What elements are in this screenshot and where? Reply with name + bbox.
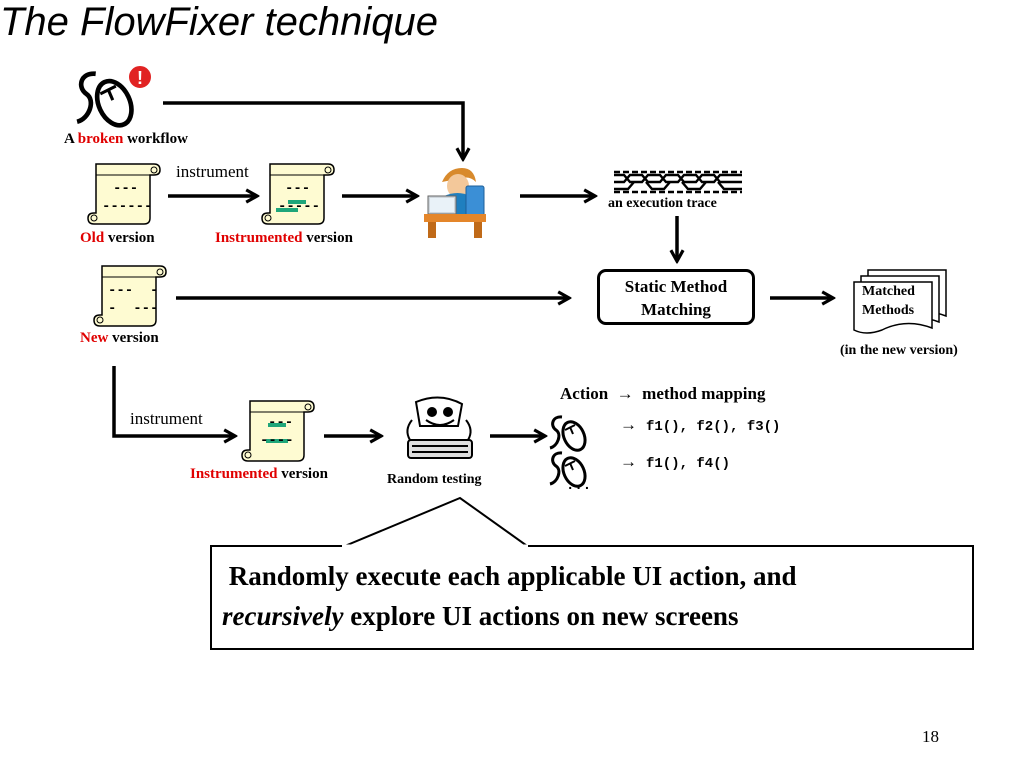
callout-text: Randomly execute each applicable UI acti… bbox=[222, 556, 962, 636]
instrumented-bottom-label: Instrumented version bbox=[190, 466, 328, 482]
static-matching-line-1: Static Method bbox=[624, 277, 728, 296]
new-doc-line-2: - --- bbox=[108, 301, 159, 317]
instrument-bottom-label: instrument bbox=[130, 409, 203, 428]
instrument-top-label: instrument bbox=[176, 162, 249, 181]
matched-methods-caption: (in the new version) bbox=[840, 343, 958, 358]
broken-workflow-label: A broken workflow bbox=[64, 131, 188, 147]
mapping-ellipsis: ... bbox=[566, 478, 592, 494]
right-arrow-glyph: → bbox=[612, 384, 638, 403]
instrumented-top-label: Instrumented version bbox=[215, 230, 353, 246]
new-version-label: New version bbox=[80, 330, 159, 346]
instrumentation-mark bbox=[268, 423, 286, 427]
new-to-instrument-bottom-arrow bbox=[112, 366, 234, 436]
matched-methods-line-2: Methods bbox=[862, 303, 915, 318]
execution-trace-icon bbox=[614, 170, 742, 194]
mapping-header: Action → method mapping bbox=[560, 384, 766, 403]
exclamation-badge-icon: ! bbox=[127, 64, 153, 90]
random-testing-label: Random testing bbox=[387, 472, 482, 487]
static-method-matching-box: Static Method Matching bbox=[597, 269, 755, 325]
svg-text:!: ! bbox=[137, 68, 143, 88]
callout-line-2: recursively explore UI actions on new sc… bbox=[222, 601, 739, 631]
mapping-row-arrow: → bbox=[620, 452, 637, 471]
workflow-to-developer-arrow bbox=[163, 101, 463, 158]
slide-title: The FlowFixer technique bbox=[0, 0, 438, 44]
matched-methods-documents-icon bbox=[853, 269, 947, 334]
instrumentation-mark bbox=[276, 208, 298, 212]
action-mouse-icon bbox=[548, 415, 591, 456]
execution-trace-label: an execution trace bbox=[608, 196, 717, 211]
page-number: 18 bbox=[922, 727, 939, 746]
instr-bottom-line-2: ---- bbox=[260, 433, 294, 449]
static-matching-line-2: Matching bbox=[641, 300, 711, 319]
mapping-row-methods: f1(), f4() bbox=[646, 456, 731, 472]
callout-box bbox=[210, 545, 974, 650]
instrumentation-mark bbox=[288, 200, 306, 204]
callout-line-1: Randomly execute each applicable UI acti… bbox=[228, 561, 797, 591]
new-doc-line-1: --- - bbox=[108, 283, 159, 299]
callout-pointer bbox=[339, 496, 534, 549]
mapping-row-methods: f1(), f2(), f3() bbox=[646, 419, 781, 435]
old-doc-line-1: --- bbox=[113, 181, 139, 197]
instrumentation-mark bbox=[266, 439, 288, 443]
instr-bottom-line-1: --- bbox=[268, 415, 294, 431]
instr-top-line-2: ----- bbox=[278, 199, 321, 215]
instr-top-line-1: --- bbox=[285, 181, 311, 197]
developer-at-computer-icon bbox=[424, 168, 486, 238]
old-version-label: Old version bbox=[80, 230, 155, 246]
monkey-at-keyboard-icon bbox=[406, 396, 473, 459]
old-doc-line-2: ------ bbox=[102, 199, 153, 215]
mapping-row-arrow: → bbox=[620, 415, 637, 434]
matched-methods-line-1: Matched bbox=[862, 284, 915, 299]
